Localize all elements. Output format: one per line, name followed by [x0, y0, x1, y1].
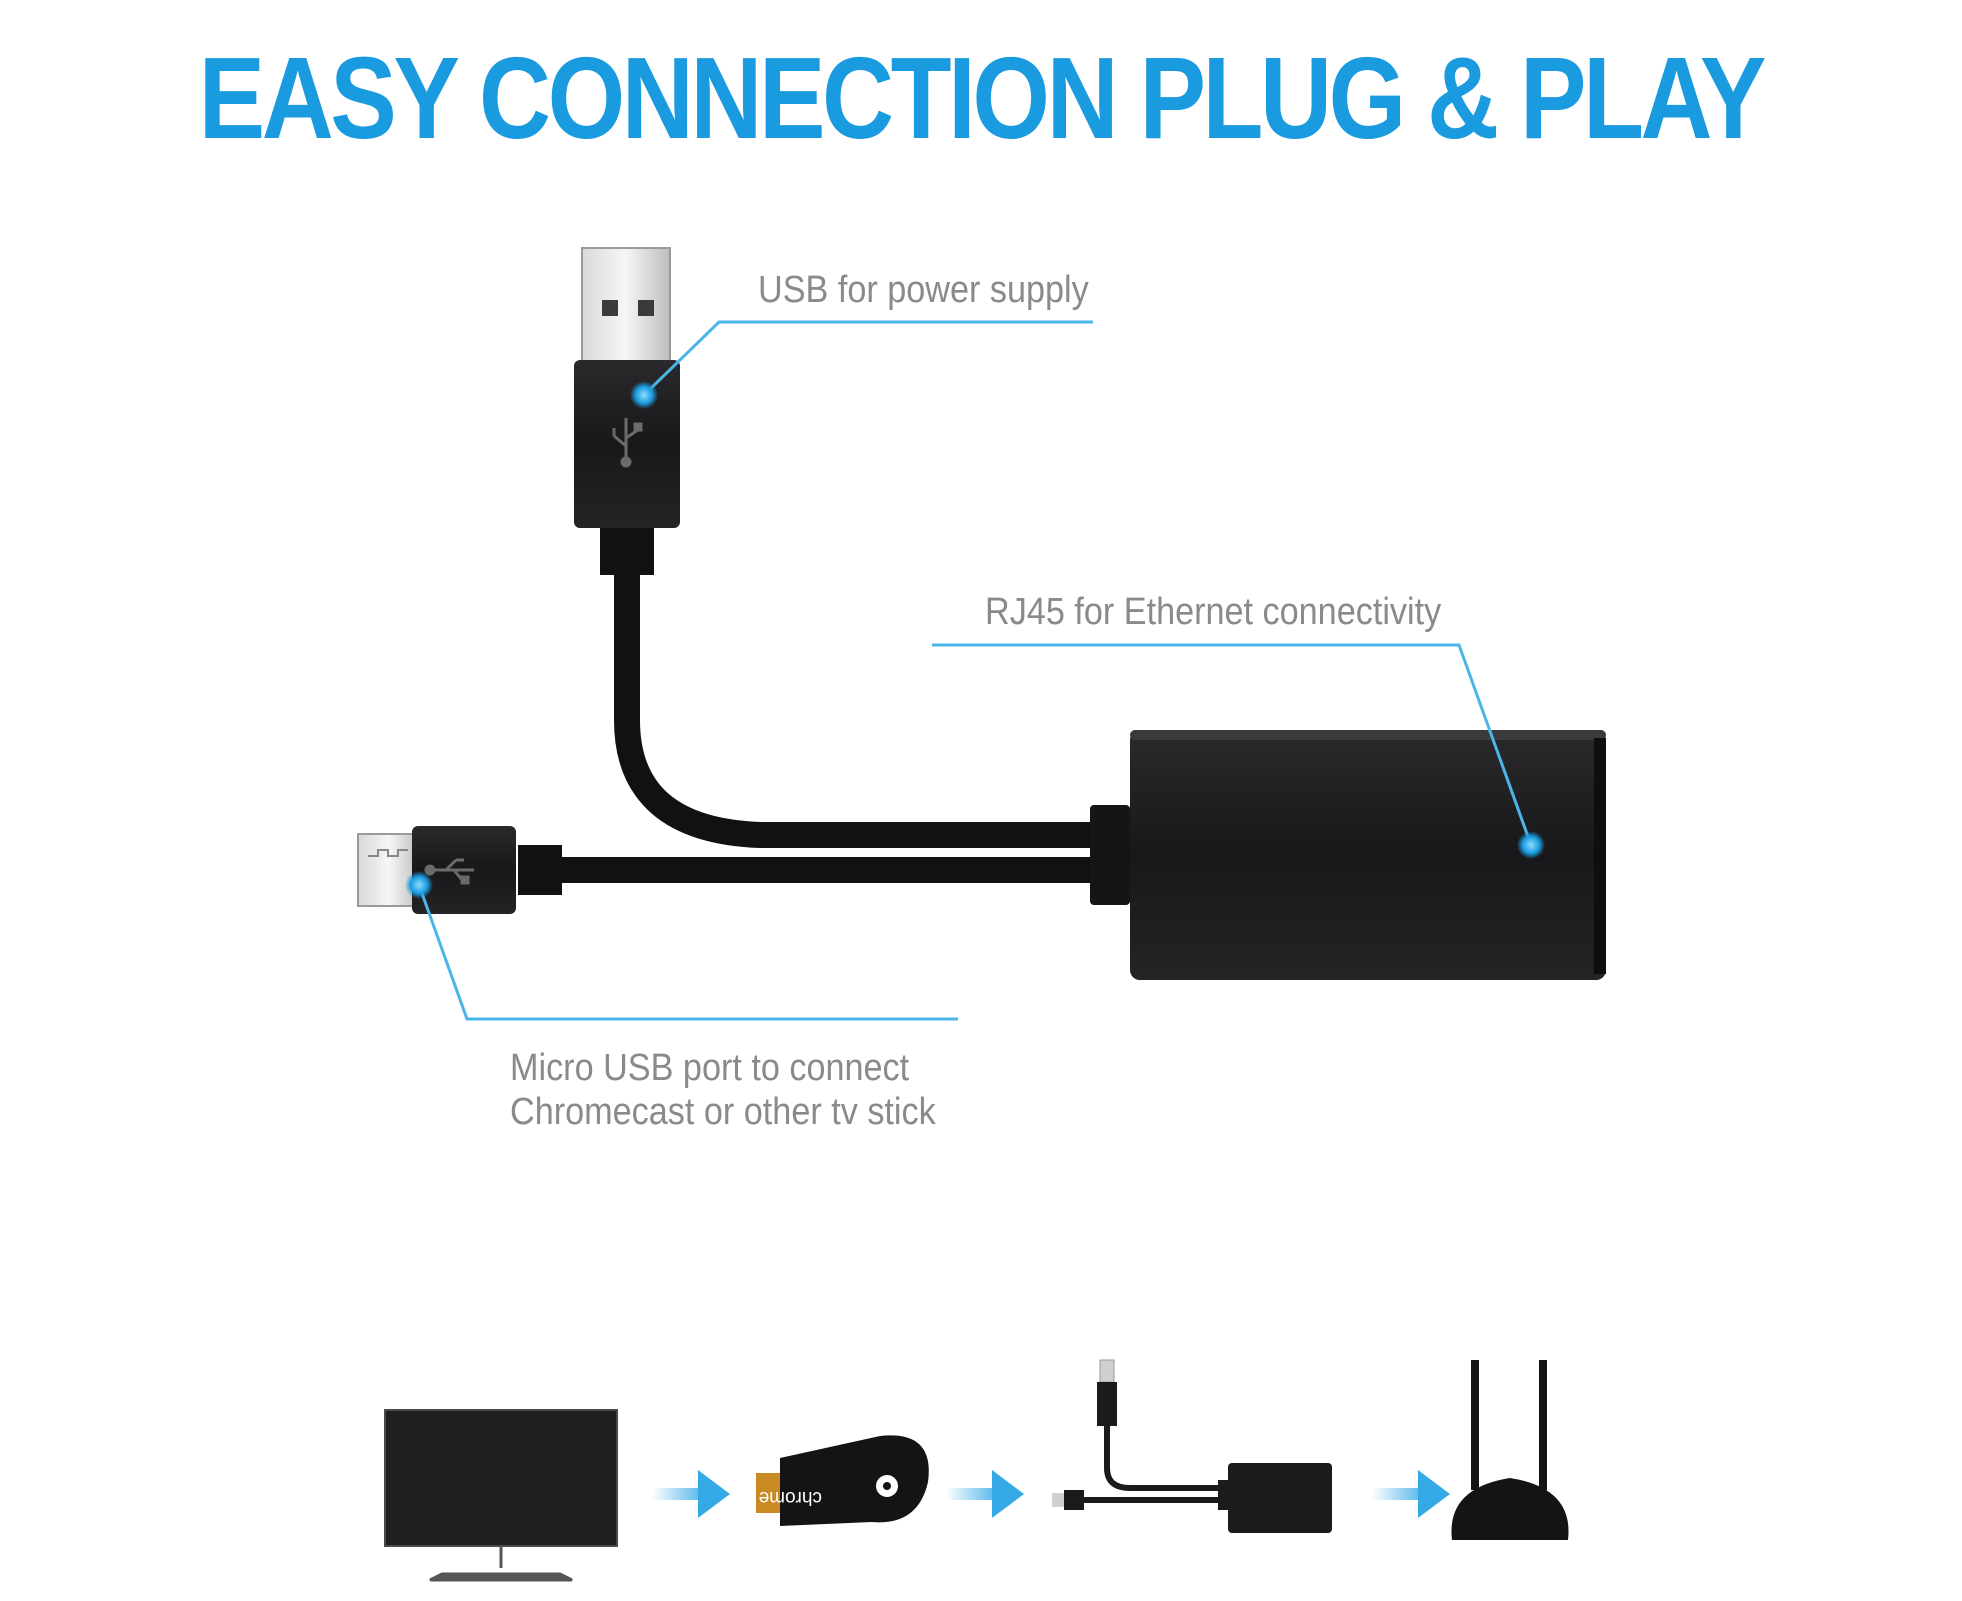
callout-rj45: RJ45 for Ethernet connectivity [985, 591, 1442, 633]
usb-power-dot [630, 381, 658, 409]
callout-micro-usb: Micro USB port to connect Chromecast or … [510, 1046, 936, 1134]
headline: EASY CONNECTION PLUG & PLAY [198, 33, 1767, 163]
chromecast-logo-text: chrome [759, 1487, 822, 1508]
y-cable [518, 525, 1103, 895]
arrow-right-icon [652, 1470, 730, 1518]
router-device [1451, 1360, 1569, 1540]
usb-a-plug [574, 247, 680, 528]
tv-device [384, 1409, 618, 1582]
rj45-adapter [1090, 730, 1606, 980]
micro-usb-plug [357, 826, 516, 914]
usb-trident-icon [424, 858, 474, 885]
chromecast-device: chrome [756, 1435, 929, 1526]
callout-micro-usb-line2: Chromecast or other tv stick [510, 1091, 936, 1133]
antenna-icon [1539, 1360, 1547, 1490]
mini-adapter-device [1052, 1359, 1332, 1533]
callout-leaders [417, 320, 1533, 1021]
arrow-right-icon [1372, 1470, 1450, 1518]
antenna-icon [1471, 1360, 1479, 1490]
rj45-dot [1517, 831, 1545, 859]
callout-micro-usb-line1: Micro USB port to connect [510, 1047, 910, 1089]
micro-usb-dot [405, 871, 433, 899]
callout-usb-power: USB for power supply [758, 269, 1089, 311]
arrow-right-icon [946, 1470, 1024, 1518]
usb-trident-icon [612, 418, 643, 468]
